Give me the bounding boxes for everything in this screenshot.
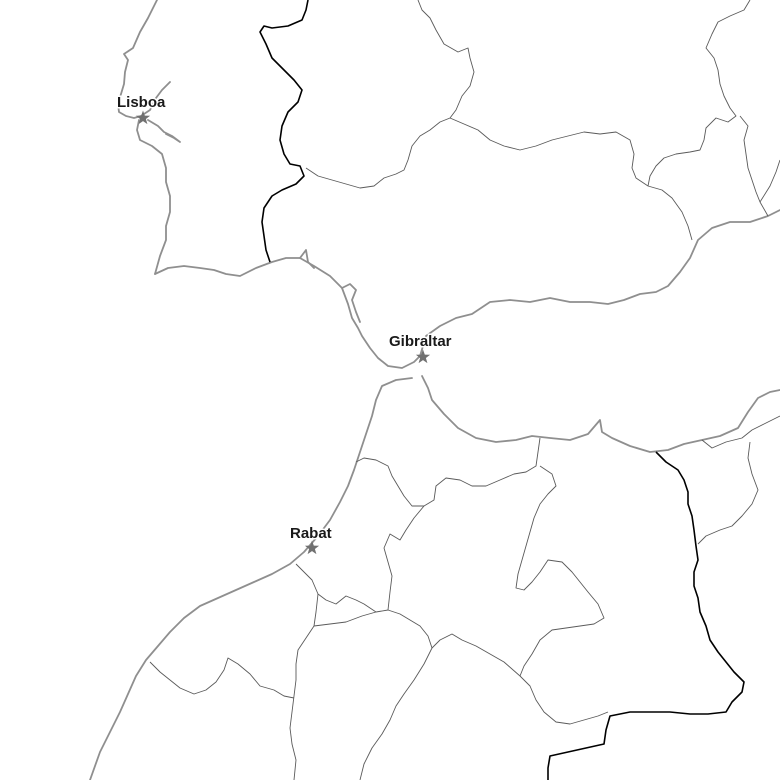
city-label-gibraltar: Gibraltar bbox=[389, 333, 452, 350]
coastline-portugal-west bbox=[117, 0, 181, 275]
admin-boundary-spain-north bbox=[305, 0, 475, 189]
coastline-africa-north bbox=[421, 375, 780, 453]
border-portugal-spain[interactable] bbox=[259, 0, 309, 263]
city-label-lisboa: Lisboa bbox=[117, 94, 166, 111]
admin-boundary-morocco-center bbox=[295, 465, 605, 677]
admin-boundary-algeria bbox=[697, 415, 780, 545]
city-lisboa[interactable]: Lisboa bbox=[116, 93, 167, 125]
star-icon bbox=[415, 349, 431, 364]
city-gibraltar[interactable]: Gibraltar bbox=[388, 332, 453, 364]
star-icon bbox=[135, 110, 151, 125]
country-borders bbox=[259, 0, 745, 780]
admin-boundary-morocco-north bbox=[355, 437, 541, 507]
admin-boundary-spain-central bbox=[449, 117, 693, 241]
admin-boundary-morocco-south bbox=[149, 593, 609, 780]
star-icon bbox=[304, 540, 320, 555]
city-label-rabat: Rabat bbox=[290, 525, 332, 542]
admin-boundary-spain-east bbox=[647, 0, 780, 217]
border-morocco-algeria[interactable] bbox=[547, 451, 745, 780]
admin-boundaries bbox=[149, 0, 780, 780]
coastline-estuary-detail bbox=[299, 249, 361, 323]
coastline-africa-atlantic bbox=[89, 377, 413, 780]
city-rabat[interactable]: Rabat bbox=[289, 524, 333, 555]
